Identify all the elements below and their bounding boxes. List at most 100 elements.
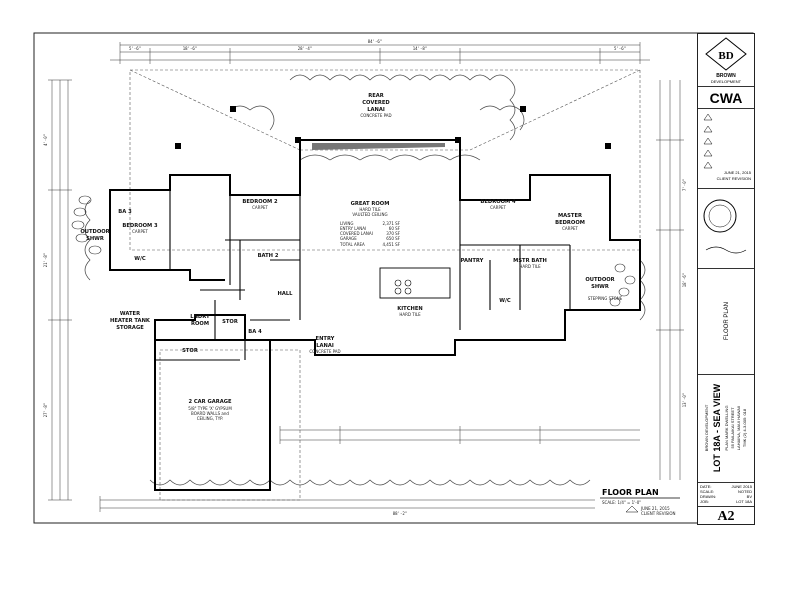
rear-lanai-label-1: REAR: [368, 93, 384, 99]
right-dim-3: 13'-0": [682, 393, 687, 407]
plan-title-block: FLOOR PLAN SCALE: 1/4" = 1'-0" JUNE 21, …: [595, 485, 695, 520]
garage-note-2: BOARD WALLS and: [191, 411, 229, 416]
stor-label: STOR: [222, 319, 238, 325]
outdoor-shwr-left-2: SHWR: [86, 236, 104, 242]
top-dim-2: 18'-6": [183, 46, 197, 51]
left-dim-2: 21'-8": [43, 253, 48, 267]
rear-lanai-floor: CONCRETE PAD: [360, 113, 391, 118]
kitchen-island: [379, 267, 451, 299]
rear-lanai-label-2: COVERED: [362, 100, 390, 106]
revision-triangle-icon: [625, 505, 639, 513]
outdoor-shwr-right-1: OUTDOOR: [585, 277, 614, 283]
project-line-2: PLAN MARK DWELLING: [724, 405, 729, 450]
revision-triangles-icon: [703, 113, 713, 169]
area-label-4: GARAGE: [340, 236, 357, 241]
top-dim-3: 28'-4": [298, 46, 312, 51]
bath3-label: BA 3: [118, 209, 132, 215]
outdoor-shwr-left-1: OUTDOOR: [80, 229, 109, 235]
area-label-1: LIVING: [340, 221, 353, 226]
stacking-door-hatch: [312, 143, 445, 150]
project-info-area: BROWN DEVELOPMENT LOT 18A - SEA VIEW PLA…: [698, 374, 754, 483]
client-logo: CWA: [710, 90, 743, 106]
drawn-label: DRAWN:: [700, 494, 716, 499]
area-label-2: ENTRY LANAI: [340, 226, 366, 231]
pantry-label: PANTRY: [461, 258, 484, 264]
outdoor-shwr-right-2: SHWR: [591, 284, 609, 290]
top-dim-5: 5'-6": [614, 46, 626, 51]
laundry-label-2: ROOM: [191, 321, 209, 327]
date-value: JUNE 2015: [732, 484, 753, 489]
kitchen-floor: HARD TILE: [399, 312, 421, 317]
right-dim-1: 7'-0": [682, 179, 687, 191]
plan-title: FLOOR PLAN: [602, 488, 659, 497]
stepping-stone-label: STEPPING STONE: [588, 296, 623, 301]
area-value-3: 370 SF: [386, 231, 400, 236]
project-line-4: LAHAINA, MAUI HAWAII: [736, 406, 741, 450]
great-room-label: GREAT ROOM: [351, 201, 390, 207]
job-label: JOB:: [700, 499, 709, 504]
hall-label: HALL: [278, 291, 294, 297]
wic2-label: W/C: [499, 298, 511, 304]
entry-lanai-floor: CONCRETE PAD: [309, 349, 340, 354]
left-dim-1: 4'-0": [43, 134, 48, 146]
master-bedroom-label-2: BEDROOM: [555, 220, 585, 226]
lanai-posts: [175, 106, 611, 149]
top-dimensions: [110, 42, 650, 64]
garage-note-1: 5/8" TYPE 'X' GYPSUM: [188, 406, 232, 411]
overall-top-dim: 84'-6": [368, 39, 382, 44]
right-dimensions: [656, 80, 684, 480]
sheet-number: A2: [717, 509, 734, 523]
bedroom3-label: BEDROOM 3: [122, 223, 158, 229]
entry-lanai-label-2: LANAI: [316, 343, 334, 349]
kitchen-label: KITCHEN: [397, 306, 423, 312]
sheet-meta-area: DATE: JUNE 2015 SCALE: NOTED DRAWN: BV J…: [698, 482, 754, 507]
scale-label: SCALE:: [700, 489, 714, 494]
mstr-bath-label: MSTR BATH: [513, 258, 547, 264]
left-dimensions: [48, 79, 72, 501]
great-room-floor: HARD TILE: [359, 207, 381, 212]
revision-area: JUNE 21, 2015 CLIENT REVISION: [698, 108, 754, 189]
stor2-label: STOR: [182, 348, 198, 354]
roof-outline: [129, 69, 641, 501]
project-line-5: TMK (2) 4-3-005: 018: [742, 408, 747, 447]
project-line-3: 55 PAILAIKAI STREET: [730, 407, 735, 449]
project-line-1: BROWN DEVELOPMENT: [704, 404, 709, 451]
area-table: LIVING 2,371 SF ENTRY LANAI 60 SF COVERE…: [339, 221, 401, 247]
right-dim-2: 18'-6": [682, 273, 687, 287]
sheet-title: FLOOR PLAN: [724, 302, 730, 340]
laundry-label-1: LNDRY: [190, 314, 210, 320]
interior-walls: [155, 190, 571, 361]
scale-value: NOTED: [738, 489, 752, 494]
title-block: BD BROWN DEVELOPMENT CWA JUNE 21, 2015 C…: [697, 33, 755, 525]
bottom-dimensions: [99, 426, 641, 512]
stepping-stones-left: [71, 195, 102, 255]
area-value-2: 60 SF: [389, 226, 401, 231]
date-label: DATE:: [700, 484, 711, 489]
area-value-1: 2,371 SF: [382, 221, 400, 226]
bedroom4-label: BEDROOM 4: [480, 199, 516, 205]
overall-bottom-dim: 88'-2": [393, 511, 407, 516]
bedroom2-label: BEDROOM 2: [242, 199, 278, 205]
bedroom2-floor: CARPET: [252, 205, 268, 210]
great-room-ceiling: VAULTED CEILING: [352, 212, 387, 217]
area-value-5: 4,451 SF: [382, 242, 400, 247]
entry-lanai-label-1: ENTRY: [316, 336, 335, 342]
plan-rev-date: JUNE 21, 2015: [640, 506, 670, 511]
sheet-title-area: FLOOR PLAN: [698, 268, 754, 375]
firm-sub: DEVELOPMENT: [711, 79, 742, 84]
stamp-area: [698, 188, 754, 269]
job-value: LOT 18A: [736, 499, 752, 504]
bath2-label: BATH 2: [258, 253, 279, 259]
cooktop-icon: [394, 279, 412, 295]
bedroom3-floor: CARPET: [132, 229, 148, 234]
top-dim-1: 5'-6": [129, 46, 141, 51]
water-heater-label-3: STORAGE: [116, 325, 144, 331]
sheet-number-area: A2: [698, 506, 754, 524]
area-label-5: TOTAL AREA: [339, 242, 365, 247]
master-bedroom-floor: CARPET: [562, 226, 578, 231]
client-logo-area: CWA: [698, 86, 754, 109]
garage-note-3: CEILING, TYP.: [197, 416, 224, 421]
master-bedroom-label-1: MASTER: [558, 213, 582, 219]
revision-note: CLIENT REVISION: [717, 176, 751, 181]
